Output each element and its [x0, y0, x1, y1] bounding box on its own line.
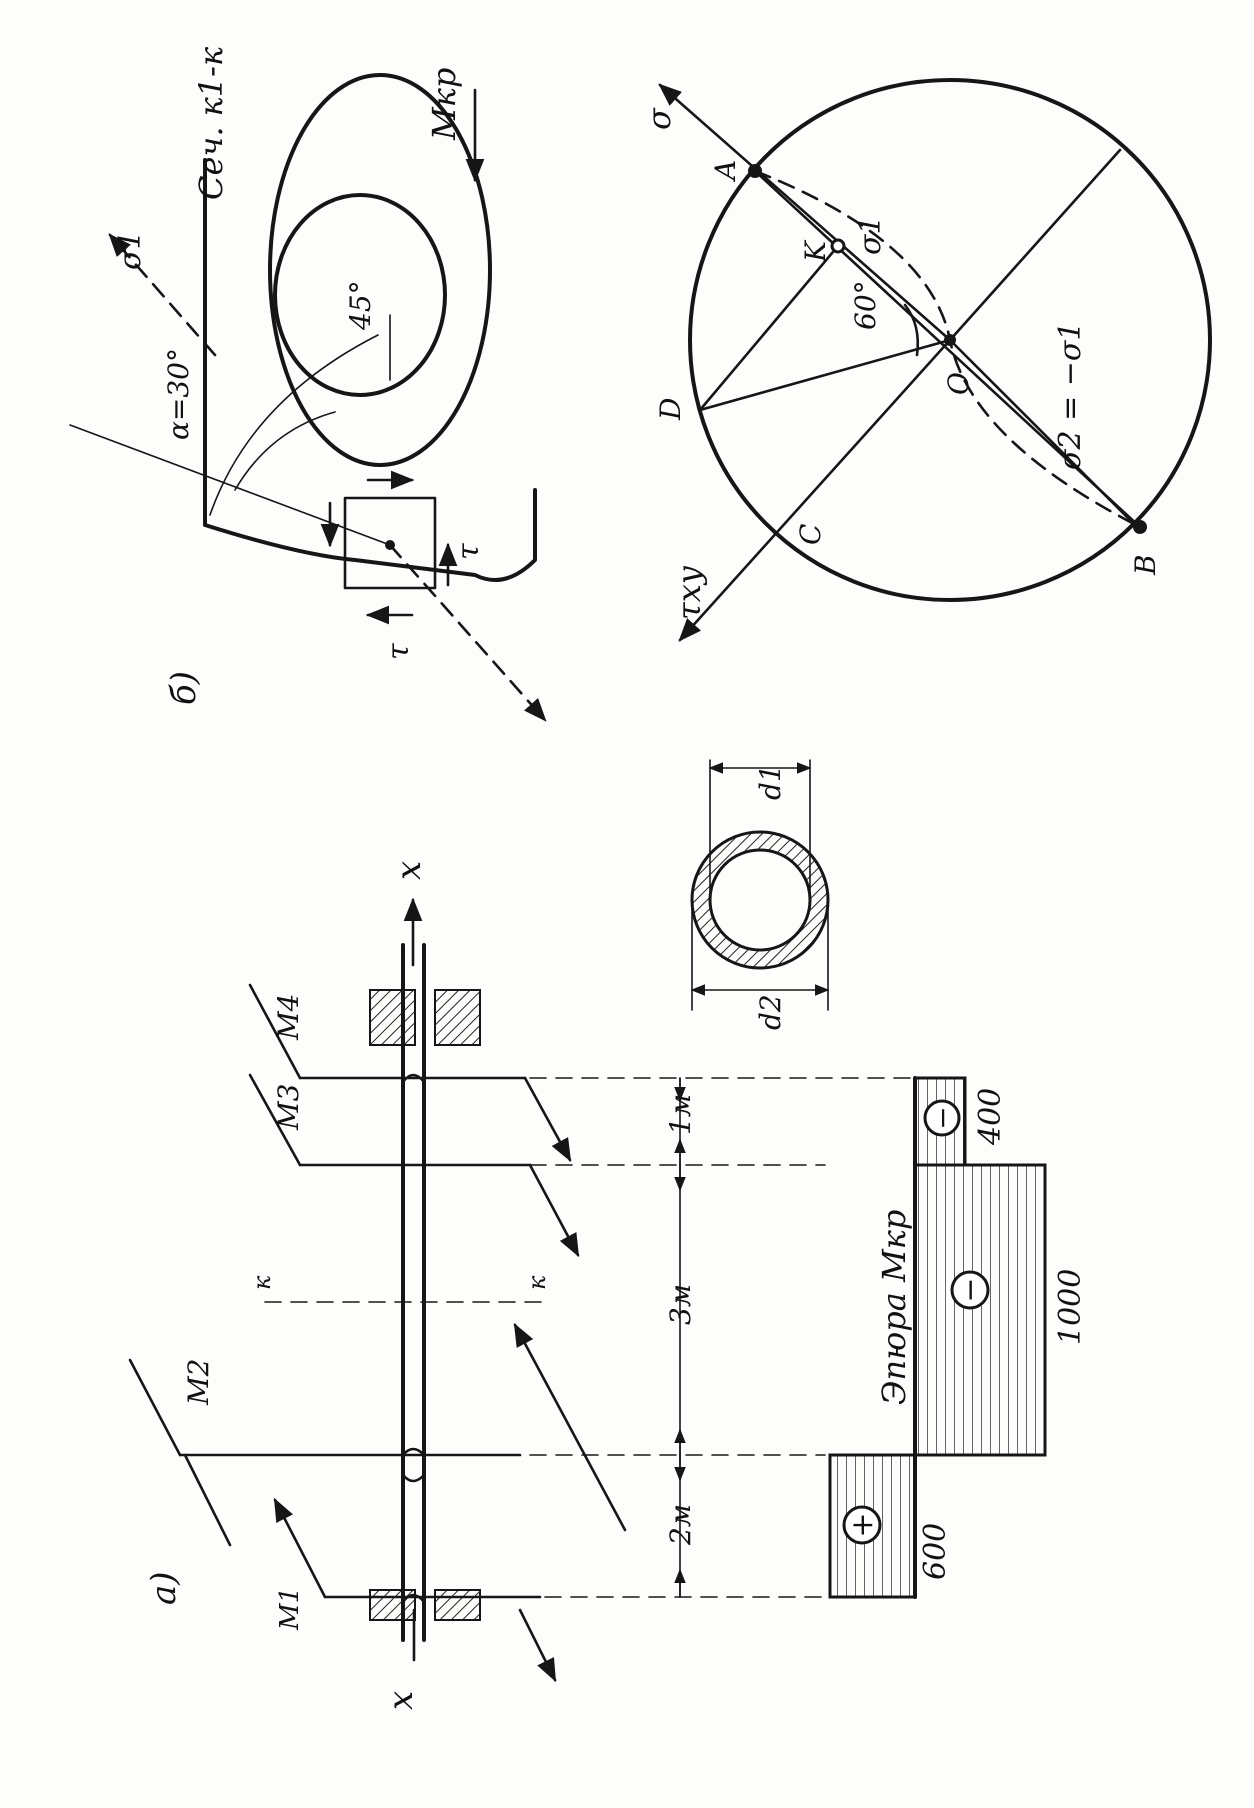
sigma1-label-b: σ1 — [113, 230, 148, 270]
dim-3m: 3м — [664, 1284, 697, 1325]
tau-label-bottom: τ — [381, 643, 416, 660]
point-o — [944, 334, 956, 346]
moment-m3 — [248, 1073, 580, 1258]
section-mark-k-right: к — [523, 1275, 551, 1290]
axis-right-label: x — [389, 861, 429, 880]
point-a-label: A — [709, 160, 742, 183]
labels: a) x x M1 M2 M3 M4 к к 2м 3м 1м Эпюра Mк… — [113, 46, 1162, 1710]
sigma-axis — [658, 83, 952, 342]
tau-label-top: τ — [451, 543, 486, 560]
m2-label: M2 — [182, 1359, 215, 1406]
diameter-d1-label: d1 — [754, 764, 787, 800]
sign-minus-large: − — [953, 1277, 988, 1302]
minus-sign-circle-small — [923, 1099, 961, 1137]
tube-cross-section — [690, 759, 830, 1011]
panel-b-label: б) — [164, 671, 204, 705]
dim-1m: 1м — [664, 1094, 697, 1135]
panel-a-label: a) — [144, 1571, 184, 1605]
projection-lines — [529, 1077, 921, 1598]
alpha-line — [69, 424, 391, 546]
value-600: 600 — [918, 1523, 953, 1580]
axis-left-label: x — [381, 1691, 421, 1710]
mkr-label: Mкр — [425, 68, 463, 141]
m1-label: M1 — [275, 1587, 305, 1631]
right-bearing — [369, 989, 481, 1046]
mohr-sigma2-label: σ2 = −σ1 — [1053, 322, 1088, 470]
diagram-title: Эпюра Mкр — [875, 1210, 913, 1405]
shaft-diagram — [128, 759, 1047, 1683]
mohr-sigma1-label: σ1 — [853, 215, 888, 255]
moment-m4 — [248, 983, 572, 1163]
sign-minus-small: − — [926, 1106, 959, 1129]
alpha-label: α=30° — [162, 348, 195, 440]
point-b — [1133, 520, 1147, 534]
moment-m2 — [128, 1322, 627, 1547]
section-mark-k-left: к — [248, 1275, 276, 1290]
mohr-angle-label: 60° — [849, 280, 882, 330]
mohr-sigma-axis-label: σ — [640, 107, 678, 130]
moment-m1 — [273, 1497, 557, 1683]
mohr-circle-diagram — [658, 78, 1212, 642]
point-o-label: O — [942, 372, 975, 395]
mohr-tau-axis-label: τxy — [670, 565, 708, 620]
point-d-label: D — [654, 398, 687, 421]
point-b-label: B — [1129, 554, 1162, 576]
section-title: Сеч. к1-к — [192, 46, 230, 200]
shaft — [401, 897, 426, 1662]
left-bearing — [369, 1589, 481, 1621]
diameter-d2-label: d2 — [754, 994, 787, 1030]
value-400: 400 — [973, 1088, 1008, 1146]
m4-label: M4 — [272, 994, 305, 1041]
torque-diagram — [828, 1076, 1047, 1599]
point-k — [830, 238, 846, 254]
angle-45-label: 45° — [344, 280, 377, 331]
point-a — [748, 164, 762, 178]
minus-sign-circle — [950, 1270, 990, 1310]
m3-label: M3 — [272, 1084, 305, 1131]
point-k-label: K — [799, 239, 832, 263]
point-c-label: C — [794, 524, 827, 545]
sign-plus: + — [845, 1512, 880, 1537]
value-1000: 1000 — [1053, 1269, 1088, 1345]
plus-sign-circle — [842, 1505, 882, 1545]
tube-element-diagram — [69, 73, 547, 722]
tau-axis — [678, 338, 952, 642]
dim-2m: 2м — [664, 1504, 697, 1546]
